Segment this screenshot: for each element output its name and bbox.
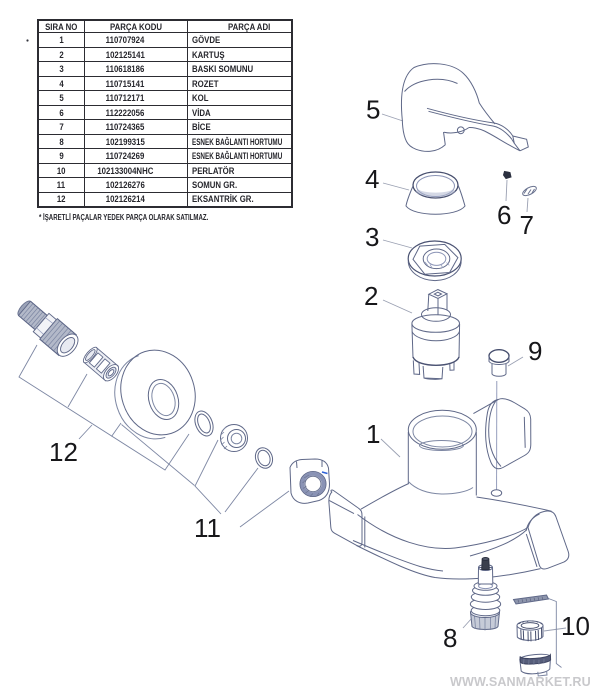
svg-text:2: 2: [364, 281, 378, 311]
svg-text:12: 12: [49, 437, 78, 467]
svg-text:1: 1: [366, 419, 380, 449]
svg-text:8: 8: [443, 623, 457, 653]
svg-text:4: 4: [365, 164, 379, 194]
svg-text:7: 7: [520, 210, 534, 240]
svg-text:9: 9: [528, 336, 542, 366]
svg-text:5: 5: [366, 95, 380, 125]
svg-text:11: 11: [194, 513, 221, 543]
svg-text:3: 3: [365, 222, 379, 252]
svg-text:10: 10: [561, 611, 590, 641]
svg-text:6: 6: [497, 200, 511, 230]
